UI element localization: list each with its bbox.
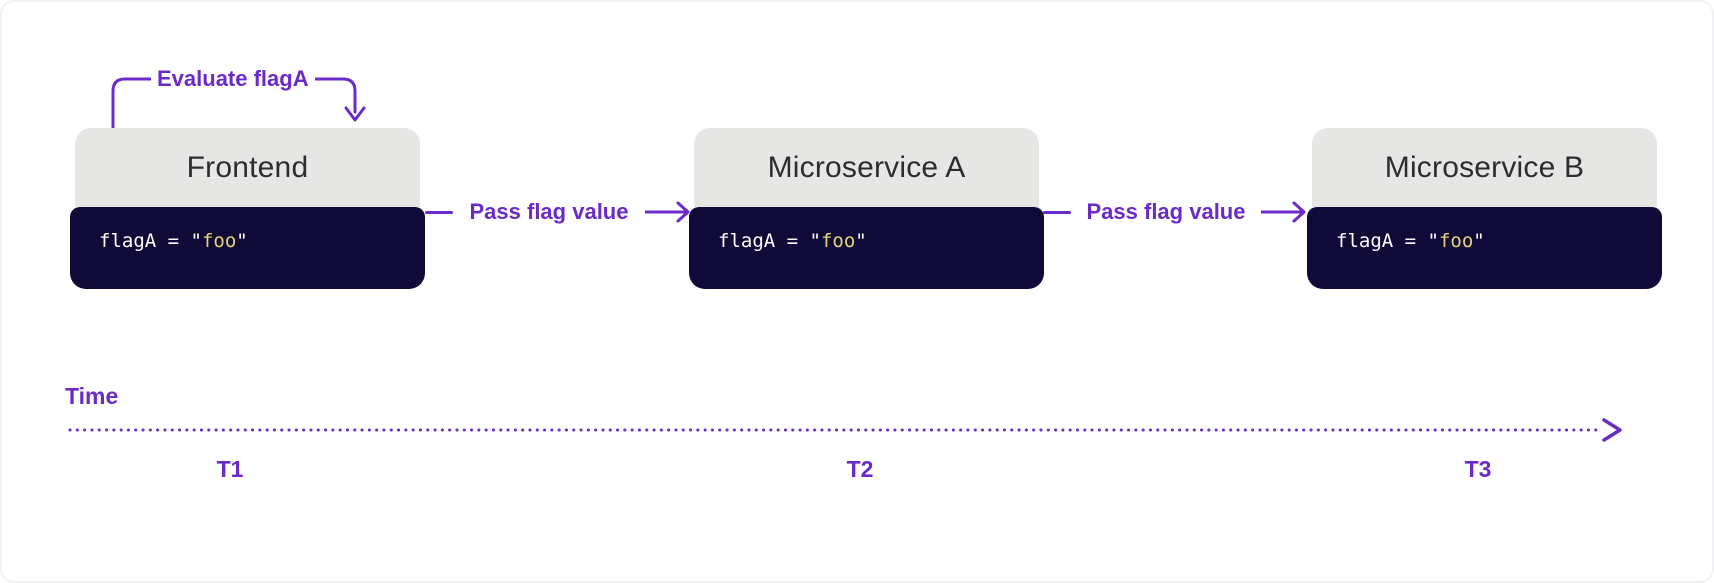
connector-dash [425, 210, 453, 214]
timeline-arrow [68, 418, 1622, 442]
service-title: Microservice A [767, 150, 966, 184]
timeline-tick-t3: T3 [1464, 456, 1492, 482]
arrow-right-icon [644, 201, 690, 223]
pass-flag-label: Pass flag value [469, 199, 629, 224]
code-string-value: foo [1438, 230, 1474, 252]
timeline-tick-t2: T2 [846, 456, 874, 482]
service-box-microservice-a: Microservice A flagA = "foo" [689, 128, 1044, 289]
service-header: Microservice A [694, 128, 1039, 207]
service-code-block: flagA = "foo" [70, 207, 425, 289]
service-code-block: flagA = "foo" [1307, 207, 1662, 289]
code-snippet: flagA = "foo" [1336, 230, 1485, 252]
arrow-right-icon [1260, 201, 1306, 223]
time-axis-label: Time [65, 383, 119, 409]
evaluate-arrow-down-icon [314, 77, 366, 122]
code-snippet: flagA = "foo" [99, 230, 248, 252]
pass-flag-connector-2: Pass flag value [1043, 197, 1307, 227]
connector-dash [1043, 210, 1071, 214]
code-snippet: flagA = "foo" [718, 230, 867, 252]
evaluate-arrow-left-curve-icon [111, 77, 151, 129]
evaluate-annotation: Evaluate flagA [97, 64, 373, 129]
evaluate-label: Evaluate flagA [157, 66, 309, 91]
service-box-microservice-b: Microservice B flagA = "foo" [1307, 128, 1662, 289]
service-code-block: flagA = "foo" [689, 207, 1044, 289]
service-header: Microservice B [1312, 128, 1657, 207]
pass-flag-label: Pass flag value [1086, 199, 1246, 224]
service-title: Microservice B [1384, 150, 1585, 184]
service-header: Frontend [75, 128, 420, 207]
service-title: Frontend [186, 150, 309, 184]
code-string-value: foo [820, 230, 856, 252]
service-box-frontend: Frontend flagA = "foo" [70, 128, 425, 289]
timeline-tick-t1: T1 [216, 456, 244, 482]
pass-flag-connector-1: Pass flag value [425, 197, 691, 227]
code-string-value: foo [201, 230, 237, 252]
